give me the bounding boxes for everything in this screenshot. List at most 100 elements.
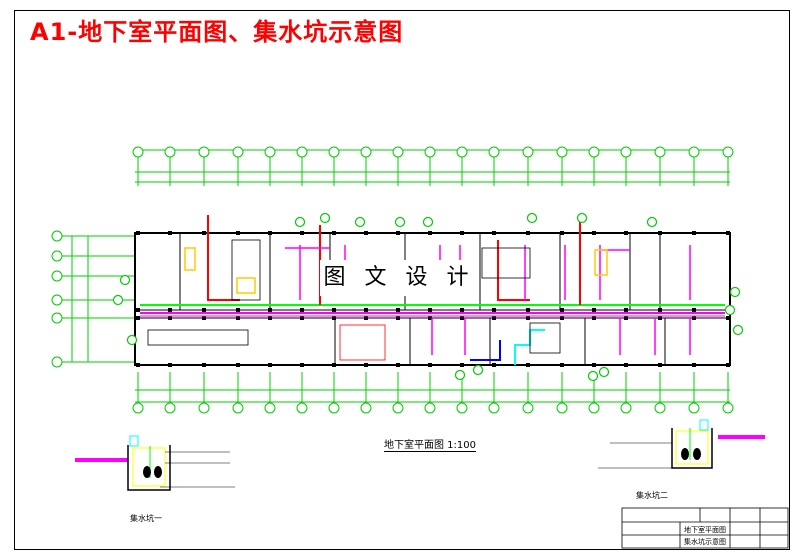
column — [364, 316, 368, 320]
column — [526, 316, 530, 320]
axis-bubble — [198, 146, 210, 158]
callout-bubble — [732, 324, 744, 336]
axis-bubble — [296, 146, 308, 158]
axis-bubble — [232, 402, 244, 414]
column — [624, 308, 628, 312]
callout-bubble — [472, 364, 484, 376]
callout-bubble — [598, 366, 610, 378]
axis-bubble — [296, 402, 308, 414]
drawing-title: A1-地下室平面图、集水坑示意图 — [30, 18, 404, 46]
column — [268, 231, 272, 235]
callout-bubble — [724, 304, 736, 316]
column — [592, 363, 596, 367]
column — [236, 231, 240, 235]
title-block — [621, 507, 789, 549]
column — [428, 316, 432, 320]
column — [428, 231, 432, 235]
axis-bubble — [392, 146, 404, 158]
column — [526, 231, 530, 235]
axis-bubble — [588, 146, 600, 158]
column — [168, 316, 172, 320]
column — [268, 308, 272, 312]
axis-bubble — [198, 402, 210, 414]
column — [300, 231, 304, 235]
plan-caption: 地下室平面图 1:100 — [384, 436, 476, 452]
column — [202, 308, 206, 312]
column — [492, 363, 496, 367]
pipe-callouts — [112, 212, 744, 382]
axis-bubble — [556, 146, 568, 158]
column — [692, 308, 696, 312]
column — [396, 308, 400, 312]
axis-bubble — [522, 402, 534, 414]
column — [396, 231, 400, 235]
axis-bubble — [132, 146, 144, 158]
column — [202, 316, 206, 320]
yellow-fixtures — [184, 247, 608, 294]
callout-bubble — [526, 212, 538, 224]
column — [492, 316, 496, 320]
axis-bubble — [132, 402, 144, 414]
column — [332, 231, 336, 235]
top-axis-bubbles — [132, 146, 734, 186]
column — [460, 363, 464, 367]
column — [658, 308, 662, 312]
column — [560, 316, 564, 320]
callout-bubble — [112, 294, 124, 306]
column — [592, 231, 596, 235]
column — [428, 363, 432, 367]
bottom-axis-grid — [135, 389, 730, 403]
axis-bubble — [488, 146, 500, 158]
column — [332, 308, 336, 312]
column — [460, 231, 464, 235]
callout-bubble — [394, 216, 406, 228]
column — [726, 363, 730, 367]
column — [168, 308, 172, 312]
left-axis-bubbles — [51, 230, 63, 368]
column — [364, 363, 368, 367]
column — [526, 363, 530, 367]
axis-bubble — [620, 402, 632, 414]
main-pipes — [140, 215, 725, 365]
column — [658, 316, 662, 320]
column — [236, 316, 240, 320]
column — [592, 316, 596, 320]
axis-bubble — [232, 146, 244, 158]
column — [624, 231, 628, 235]
axis-bubble — [556, 402, 568, 414]
column — [624, 316, 628, 320]
drawing-frame — [14, 10, 790, 550]
column — [492, 231, 496, 235]
axis-bubble — [620, 146, 632, 158]
title-block-line2: 集水坑示意图 — [684, 538, 726, 546]
column — [364, 308, 368, 312]
column — [136, 308, 140, 312]
column — [428, 308, 432, 312]
callout-bubble — [454, 369, 466, 381]
axis-bubble — [424, 146, 436, 158]
axis-bubble — [328, 402, 340, 414]
column — [658, 363, 662, 367]
axis-bubble — [328, 146, 340, 158]
axis-bubble — [264, 146, 276, 158]
column — [268, 363, 272, 367]
callout-bubble — [576, 212, 588, 224]
pit-detail-two — [598, 419, 765, 469]
axis-bubble — [722, 402, 734, 414]
column — [396, 363, 400, 367]
axis-bubble — [588, 402, 600, 414]
column — [364, 231, 368, 235]
column — [168, 231, 172, 235]
axis-bubble — [654, 402, 666, 414]
axis-bubble — [456, 146, 468, 158]
callout-bubble — [319, 212, 331, 224]
column — [332, 316, 336, 320]
axis-bubble — [51, 356, 63, 368]
axis-bubble — [164, 146, 176, 158]
axis-bubble — [51, 250, 63, 262]
callout-bubble — [646, 216, 658, 228]
column — [460, 316, 464, 320]
equipment-blocks — [147, 239, 561, 361]
axis-bubble — [688, 146, 700, 158]
